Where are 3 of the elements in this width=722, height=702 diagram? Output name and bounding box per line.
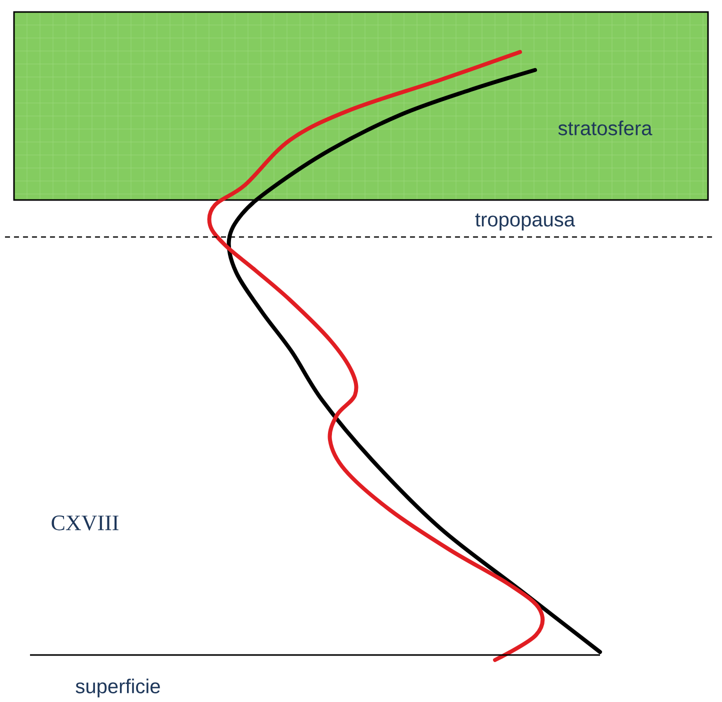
- stratosphere-band: stratosfera: [13, 11, 709, 201]
- surface-label: superficie: [76, 678, 160, 698]
- roman-numeral: CXVIII: [52, 516, 118, 530]
